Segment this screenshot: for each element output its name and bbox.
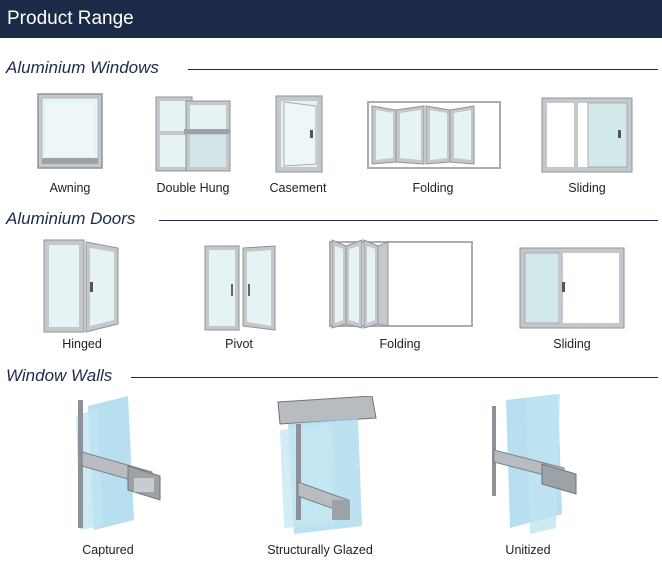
page-header: Product Range (0, 0, 662, 38)
section-title-aluminium-doors: Aluminium Doors (6, 209, 136, 228)
product-label-double-hung: Double Hung (156, 181, 230, 195)
product-label-casement: Casement (269, 181, 327, 195)
section-divider (131, 377, 658, 378)
section-title-aluminium-windows: Aluminium Windows (6, 58, 159, 77)
section-divider (188, 69, 658, 70)
product-label-sliding-window: Sliding (568, 181, 606, 195)
product-label-folding-door: Folding (379, 337, 421, 351)
product-casement-window[interactable] (274, 94, 324, 174)
unitized-wall-icon (492, 394, 577, 534)
product-label-pivot: Pivot (225, 337, 253, 351)
casement-window-icon (275, 95, 323, 173)
product-sliding-window[interactable] (540, 96, 634, 174)
product-pivot-door[interactable] (203, 244, 277, 332)
product-sliding-door[interactable] (518, 246, 626, 330)
product-label-unitized: Unitized (505, 543, 551, 557)
hinged-door-icon (43, 239, 119, 333)
product-folding-window[interactable] (366, 100, 502, 170)
section-divider (159, 220, 658, 221)
folding-door-icon (329, 239, 473, 329)
structurally-glazed-wall-icon (277, 396, 377, 534)
product-label-awning: Awning (49, 181, 91, 195)
product-hinged-door[interactable] (42, 238, 120, 334)
page-title: Product Range (7, 8, 134, 29)
product-label-structurally-glazed: Structurally Glazed (267, 543, 373, 557)
product-awning-window[interactable] (36, 92, 104, 170)
product-folding-door[interactable] (328, 238, 474, 330)
product-label-hinged: Hinged (62, 337, 102, 351)
product-label-folding-window: Folding (412, 181, 454, 195)
product-label-captured: Captured (82, 543, 134, 557)
folding-window-icon (367, 101, 501, 169)
product-label-sliding-door: Sliding (553, 337, 591, 351)
product-unitized-wall[interactable] (486, 394, 582, 534)
product-captured-wall[interactable] (68, 396, 164, 530)
section-title-window-walls: Window Walls (6, 366, 113, 385)
awning-window-icon (37, 93, 103, 169)
sliding-door-icon (519, 247, 625, 329)
product-structurally-glazed-wall[interactable] (272, 396, 380, 534)
product-double-hung-window[interactable] (154, 95, 232, 173)
pivot-door-icon (204, 245, 276, 331)
captured-wall-icon (76, 396, 161, 530)
double-hung-window-icon (155, 96, 231, 172)
sliding-window-icon (541, 97, 633, 173)
